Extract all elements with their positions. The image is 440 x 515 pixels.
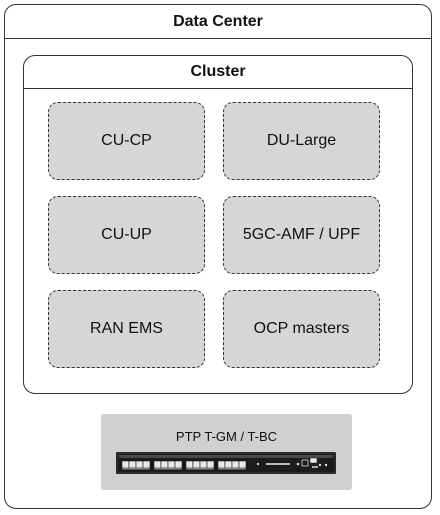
node-label: RAN EMS — [90, 320, 163, 337]
data-center-container: Data Center Cluster CU-CP DU-Large CU-UP… — [4, 4, 432, 509]
node-ran-ems: RAN EMS — [48, 290, 205, 368]
node-du-large: DU-Large — [223, 102, 380, 180]
network-switch-icon — [116, 452, 336, 474]
cluster-container: Cluster CU-CP DU-Large CU-UP 5GC-AMF / U… — [23, 55, 413, 394]
cluster-title: Cluster — [24, 56, 412, 89]
node-label: OCP masters — [253, 320, 350, 337]
node-ocp-masters: OCP masters — [223, 290, 380, 368]
node-label: CU-CP — [101, 132, 152, 149]
node-cu-cp: CU-CP — [48, 102, 205, 180]
node-label: CU-UP — [101, 226, 152, 243]
ptp-device-box: PTP T-GM / T-BC — [101, 414, 352, 490]
data-center-title: Data Center — [5, 5, 431, 39]
node-cu-up: CU-UP — [48, 196, 205, 274]
ptp-label: PTP T-GM / T-BC — [175, 429, 278, 444]
node-label: DU-Large — [266, 132, 337, 149]
node-label: 5GC-AMF / UPF — [242, 226, 361, 243]
node-5gc-amf-upf: 5GC-AMF / UPF — [223, 196, 380, 274]
